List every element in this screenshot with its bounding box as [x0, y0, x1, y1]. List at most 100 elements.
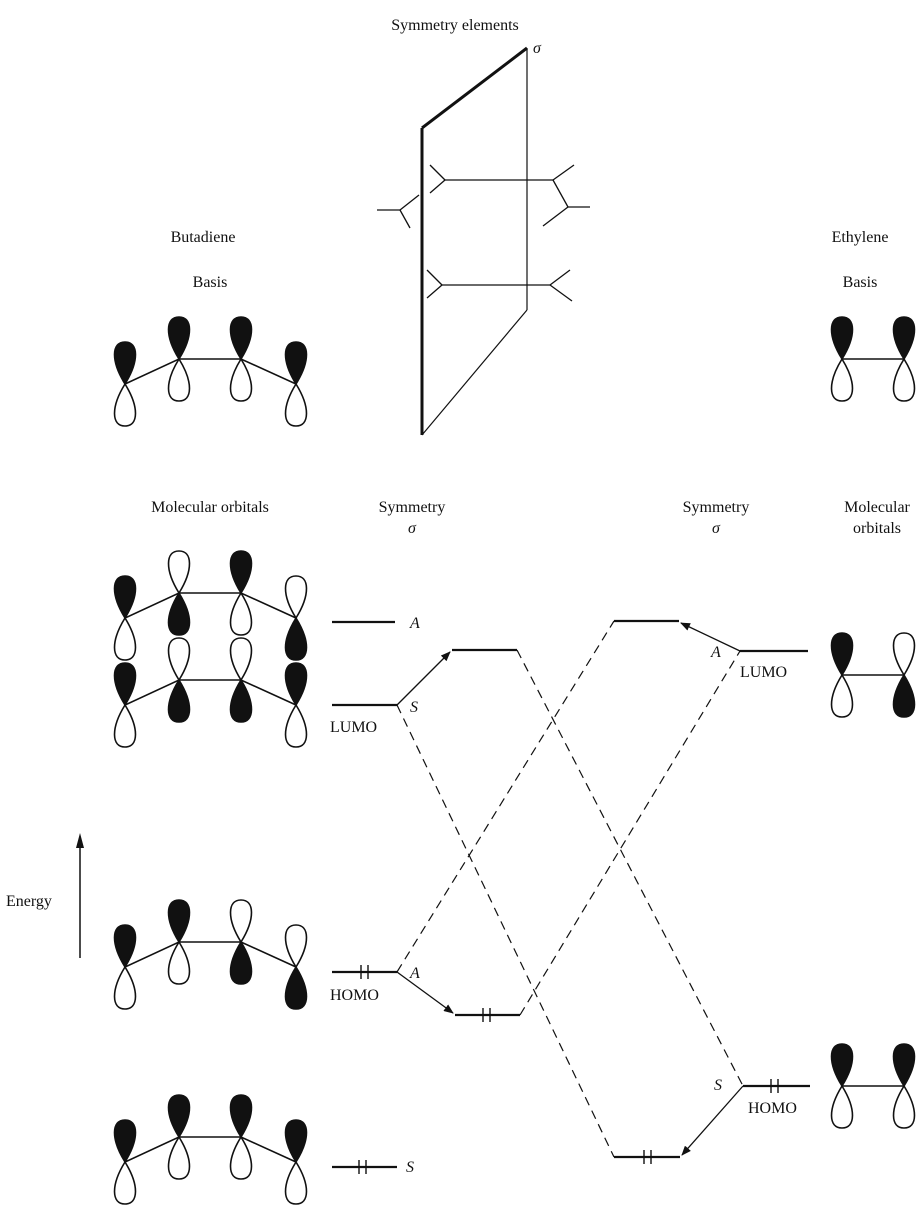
ts-lower-s-electron-pair — [643, 1150, 652, 1164]
sigma-bond-skeleton — [124, 941, 297, 968]
butadiene-symmetry-sigma: σ — [408, 520, 417, 537]
butadiene-homo-electron-pair — [360, 965, 369, 979]
p-orbital-lower-lobe — [113, 965, 137, 1010]
dashed-line-homo-to-ts-upper-a — [396, 620, 615, 973]
p-orbital-lower-lobe — [167, 678, 191, 723]
correlation-arrow-eth-lumo-to-ts-a — [680, 622, 741, 652]
p-orbital-upper-lobe — [167, 1094, 191, 1139]
ethylene-homo-symmetry: S — [714, 1077, 722, 1094]
p-orbital-lower-lobe — [229, 591, 253, 636]
ethylene-symmetry-heading: Symmetry — [683, 499, 750, 516]
ethylene-mo-heading-line1: Molecular — [844, 499, 910, 516]
p-orbital-upper-lobe — [830, 316, 854, 361]
dashed-line-ts-upper-s-to-eth-homo — [516, 649, 744, 1087]
p-orbital-lower-lobe — [284, 703, 308, 748]
p-orbital-upper-lobe — [167, 550, 191, 595]
butadiene-psi4-symmetry: A — [409, 615, 420, 632]
ethylene-lumo-orbital — [830, 632, 916, 718]
p-orbital-lower-lobe — [892, 673, 916, 718]
p-orbital-upper-lobe — [284, 575, 308, 620]
p-orbital-upper-lobe — [113, 341, 137, 386]
symmetry-plane — [420, 46, 528, 436]
p-orbital-lower-lobe — [113, 703, 137, 748]
p-orbital-upper-lobe — [113, 1119, 137, 1164]
energy-label: Energy — [6, 893, 52, 910]
ethylene-symmetry-sigma: σ — [712, 520, 721, 537]
butadiene-lumo-label: LUMO — [330, 719, 377, 736]
p-orbital-lower-lobe — [167, 940, 191, 985]
butadiene-psi2-symmetry: A — [409, 965, 420, 982]
p-orbital-upper-lobe — [113, 575, 137, 620]
symmetry-elements-title: Symmetry elements — [391, 17, 519, 34]
ethylene-homo-label: HOMO — [748, 1100, 797, 1117]
butadiene-psi4-orbital — [113, 550, 308, 661]
p-orbital-lower-lobe — [229, 940, 253, 985]
butadiene-psi2-orbital — [113, 899, 308, 1010]
butadiene-mo-heading: Molecular orbitals — [151, 499, 269, 516]
p-orbital-upper-lobe — [284, 924, 308, 969]
p-orbital-upper-lobe — [167, 899, 191, 944]
ts-lower-a-electron-pair — [482, 1008, 491, 1022]
p-orbital-lower-lobe — [284, 616, 308, 661]
p-orbital-upper-lobe — [830, 1043, 854, 1088]
ethylene-mo-heading-line2: orbitals — [853, 520, 901, 537]
ethylene-basis-label: Basis — [843, 274, 878, 291]
butadiene-psi1-electron-pair — [358, 1160, 367, 1174]
sigma-bond-skeleton — [124, 592, 297, 619]
p-orbital-lower-lobe — [284, 965, 308, 1010]
p-orbital-lower-lobe — [229, 678, 253, 723]
p-orbital-upper-lobe — [892, 316, 916, 361]
sigma-bond-skeleton — [124, 679, 297, 706]
p-orbital-lower-lobe — [284, 382, 308, 427]
ethylene-homo-electron-pair — [770, 1079, 779, 1093]
p-orbital-upper-lobe — [229, 1094, 253, 1139]
butadiene-title: Butadiene — [171, 229, 236, 246]
p-orbital-lower-lobe — [167, 1135, 191, 1180]
sigma-bond-skeleton — [124, 358, 297, 385]
sigma-bond-skeleton — [124, 1136, 297, 1163]
p-orbital-lower-lobe — [830, 357, 854, 402]
p-orbital-upper-lobe — [113, 662, 137, 707]
p-orbital-lower-lobe — [892, 357, 916, 402]
p-orbital-lower-lobe — [830, 673, 854, 718]
p-orbital-lower-lobe — [113, 382, 137, 427]
p-orbital-upper-lobe — [892, 1043, 916, 1088]
p-orbital-upper-lobe — [229, 550, 253, 595]
butadiene-psi3-orbital — [113, 637, 308, 748]
energy-axis — [76, 833, 84, 958]
ethylene-lumo-label: LUMO — [740, 664, 787, 681]
butadiene-basis-orbitals — [113, 316, 308, 427]
ethylene-basis-orbitals — [830, 316, 916, 402]
p-orbital-lower-lobe — [892, 1084, 916, 1129]
p-orbital-lower-lobe — [167, 357, 191, 402]
p-orbital-upper-lobe — [284, 341, 308, 386]
p-orbital-upper-lobe — [167, 637, 191, 682]
p-orbital-upper-lobe — [830, 632, 854, 677]
butadiene-psi1-orbital — [113, 1094, 308, 1205]
butadiene-basis-label: Basis — [193, 274, 228, 291]
correlation-arrow-lumo-to-ts-s — [396, 651, 451, 706]
dashed-line-lumo-to-ts-lower-s — [396, 704, 615, 1158]
correlation-arrow-eth-homo-to-ts-s — [681, 1085, 744, 1156]
butadiene-symmetry-heading: Symmetry — [379, 499, 446, 516]
p-orbital-lower-lobe — [830, 1084, 854, 1129]
p-orbital-upper-lobe — [284, 662, 308, 707]
p-orbital-upper-lobe — [229, 899, 253, 944]
p-orbital-upper-lobe — [284, 1119, 308, 1164]
p-orbital-lower-lobe — [167, 591, 191, 636]
p-orbital-lower-lobe — [113, 616, 137, 661]
sigma-plane-label: σ — [533, 40, 542, 57]
diene-skeleton — [377, 164, 590, 229]
butadiene-psi1-symmetry: S — [406, 1159, 414, 1176]
dienophile-skeleton — [426, 269, 573, 302]
correlation-arrow-homo-to-ts-a — [396, 971, 454, 1014]
ethylene-title: Ethylene — [832, 229, 889, 246]
butadiene-psi3-symmetry: S — [410, 699, 418, 716]
p-orbital-lower-lobe — [229, 357, 253, 402]
p-orbital-upper-lobe — [229, 637, 253, 682]
p-orbital-lower-lobe — [229, 1135, 253, 1180]
dashed-line-ts-lower-a-to-eth-lumo — [519, 650, 741, 1016]
p-orbital-upper-lobe — [229, 316, 253, 361]
p-orbital-upper-lobe — [167, 316, 191, 361]
